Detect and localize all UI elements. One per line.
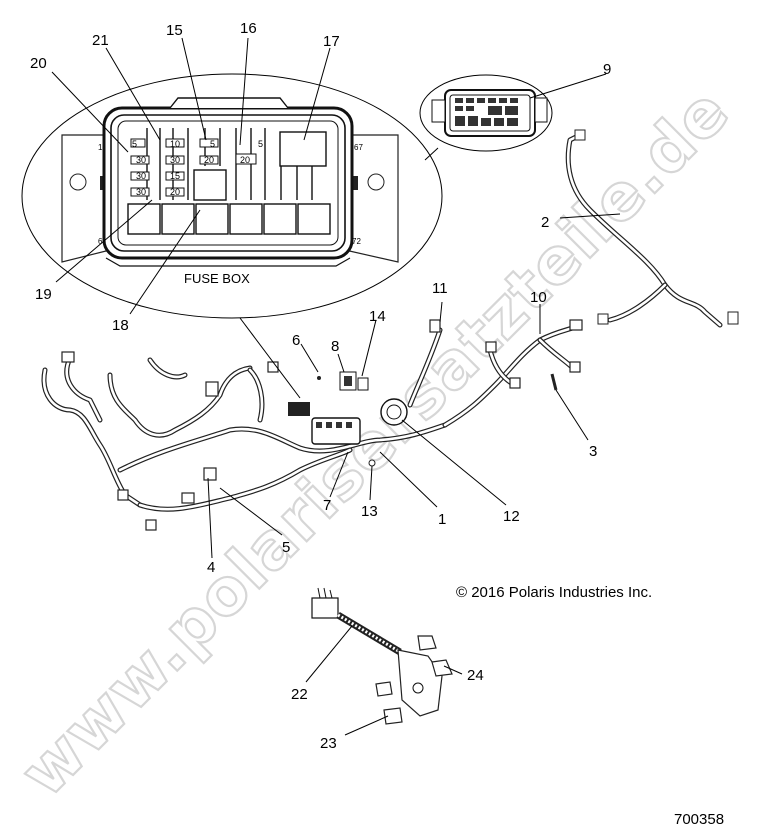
- harness-2: [565, 129, 739, 328]
- callouts: 1 2 3 4 5 6 7 8 9 10 11 12 13 14 15 16 1…: [30, 20, 611, 752]
- callout-19: 19: [35, 286, 52, 303]
- callout-12: 12: [503, 508, 520, 525]
- cable-assembly: [311, 587, 453, 725]
- side-mark: 6: [98, 237, 103, 246]
- callout-21: 21: [92, 32, 109, 49]
- callout-20: 20: [30, 55, 47, 72]
- callout-6: 6: [292, 332, 300, 349]
- callout-23: 23: [320, 735, 337, 752]
- fuse-value: 5: [210, 139, 215, 149]
- fuse-box-label: FUSE BOX: [184, 271, 250, 286]
- fuse-value: 30: [170, 155, 180, 165]
- callout-16: 16: [240, 20, 257, 37]
- callout-4: 4: [207, 559, 215, 576]
- callout-9: 9: [603, 61, 611, 78]
- leader-lines: [51, 37, 621, 736]
- callout-8: 8: [331, 338, 339, 355]
- fuse-value: 10: [170, 139, 180, 149]
- callout-1: 1: [438, 511, 446, 528]
- side-mark: 67: [354, 143, 363, 152]
- callout-14: 14: [369, 308, 386, 325]
- copyright-text: © 2016 Polaris Industries Inc.: [456, 584, 652, 601]
- fuse-value: 15: [170, 171, 180, 181]
- callout-11: 11: [432, 280, 448, 297]
- side-mark: 72: [352, 237, 361, 246]
- fuse-value: 30: [136, 171, 146, 181]
- side-mark: 1: [98, 143, 103, 152]
- fuse-value: 5: [258, 139, 263, 149]
- drawing-number: 700358: [674, 811, 724, 828]
- callout-24: 24: [467, 667, 484, 684]
- fuse-value: 20: [170, 187, 180, 197]
- callout-18: 18: [112, 317, 129, 334]
- callout-17: 17: [323, 33, 340, 50]
- callout-7: 7: [323, 497, 331, 514]
- callout-13: 13: [361, 503, 378, 520]
- fuse-value: 30: [136, 155, 146, 165]
- fuse-value: 5: [132, 139, 137, 149]
- fuse-value: 20: [204, 155, 214, 165]
- callout-15: 15: [166, 22, 183, 39]
- callout-22: 22: [291, 686, 308, 703]
- callout-5: 5: [282, 539, 290, 556]
- fuse-box-inset: [419, 74, 553, 161]
- callout-10: 10: [530, 289, 547, 306]
- callout-2: 2: [541, 214, 549, 231]
- main-harness: [41, 319, 583, 531]
- callout-3: 3: [589, 443, 597, 460]
- fuse-value: 20: [240, 155, 250, 165]
- fuse-value: 30: [136, 187, 146, 197]
- fuse-box-detail: 5 5 30 30 30 30 10 15 20 20 20 5 1 6 67 …: [21, 73, 443, 319]
